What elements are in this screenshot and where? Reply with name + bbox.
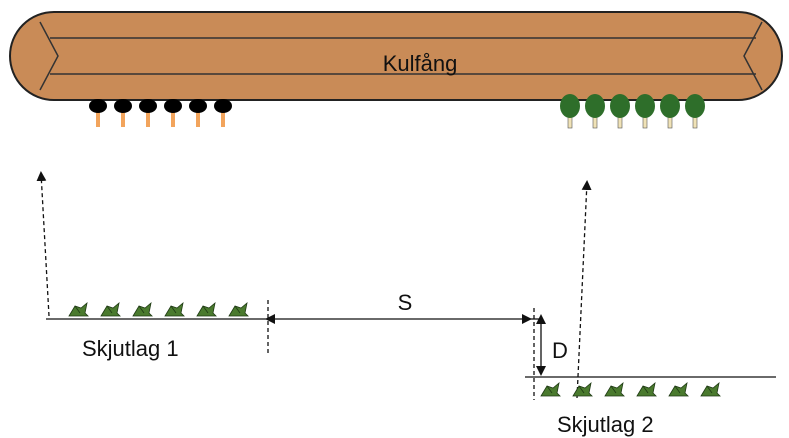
shooter <box>228 301 249 317</box>
target <box>660 94 680 129</box>
shooter <box>636 381 657 397</box>
target <box>635 94 655 129</box>
team1-shooters <box>68 301 249 317</box>
bullet-bank: Kulfång <box>9 11 783 101</box>
targets-left <box>89 99 232 127</box>
shooter <box>164 301 185 317</box>
bank-label: Kulfång <box>383 51 458 76</box>
distance-d-label: D <box>552 338 568 363</box>
target <box>214 99 232 127</box>
target <box>164 99 182 127</box>
targets-right <box>560 94 705 129</box>
fire-direction-arrow-team2 <box>576 180 592 399</box>
shooter <box>196 301 217 317</box>
target <box>114 99 132 127</box>
bank-shape <box>9 11 783 101</box>
shooter <box>68 301 89 317</box>
team1-label: Skjutlag 1 <box>82 336 179 361</box>
target <box>585 94 605 129</box>
fire-direction-arrow-team1 <box>36 171 50 317</box>
shooter <box>132 301 153 317</box>
target <box>560 94 580 129</box>
shooter <box>700 381 721 397</box>
shooter <box>604 381 625 397</box>
bank-end-left <box>39 21 59 91</box>
shooter <box>540 381 561 397</box>
target <box>189 99 207 127</box>
target <box>610 94 630 129</box>
bank-end-right <box>743 21 763 91</box>
shooter <box>668 381 689 397</box>
target <box>89 99 107 127</box>
shooter <box>572 381 593 397</box>
team2-label: Skjutlag 2 <box>557 412 654 437</box>
target <box>139 99 157 127</box>
target <box>685 94 705 129</box>
distance-s-label: S <box>398 290 413 315</box>
team2-shooters <box>540 381 721 397</box>
shooter <box>100 301 121 317</box>
